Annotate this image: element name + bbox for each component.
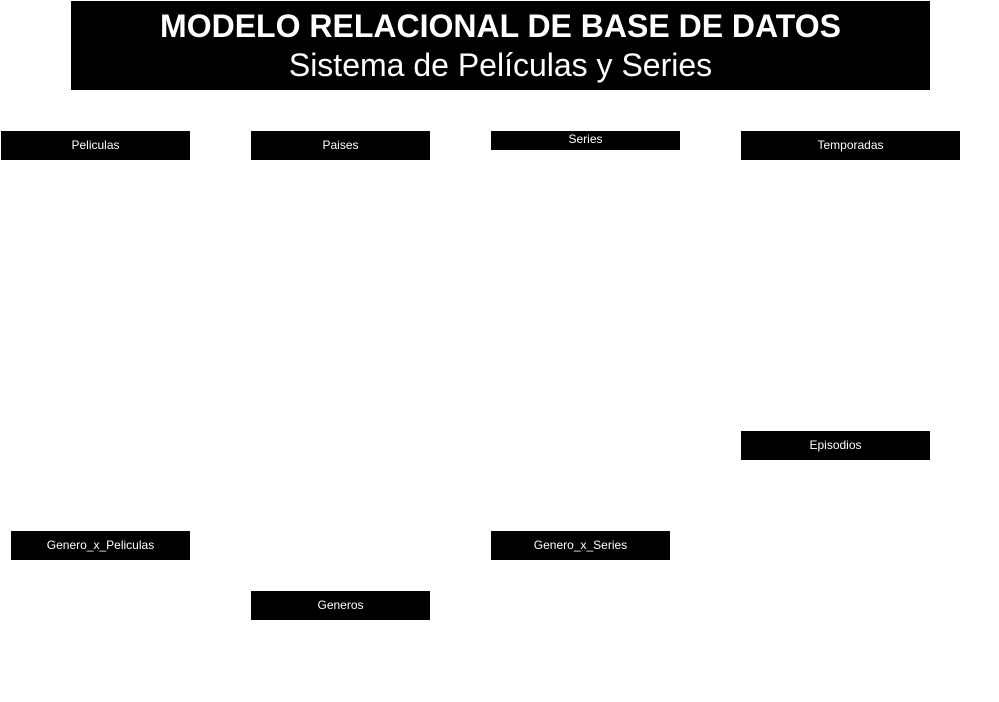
entity-label-genero-x-series: Genero_x_Series [533, 538, 628, 552]
entity-label-peliculas: Peliculas [71, 138, 120, 152]
entity-label-series: Series [568, 132, 603, 146]
entity-label-genero-x-peliculas: Genero_x_Peliculas [46, 538, 155, 552]
entity-series[interactable]: Series [491, 131, 680, 150]
entity-label-paises: Paises [322, 138, 359, 152]
entity-episodios[interactable]: Episodios [741, 431, 930, 460]
entity-genero-x-peliculas[interactable]: Genero_x_Peliculas [11, 531, 190, 560]
entity-genero-x-series[interactable]: Genero_x_Series [491, 531, 670, 560]
entity-label-temporadas: Temporadas [817, 138, 884, 152]
entity-generos[interactable]: Generos [251, 591, 430, 620]
diagram-header: MODELO RELACIONAL DE BASE DE DATOS Siste… [71, 1, 930, 90]
entity-label-episodios: Episodios [809, 438, 862, 452]
diagram-title: MODELO RELACIONAL DE BASE DE DATOS [160, 8, 841, 44]
entity-paises[interactable]: Paises [251, 131, 430, 160]
diagram-subtitle: Sistema de Películas y Series [288, 47, 713, 83]
entity-label-generos: Generos [317, 598, 364, 612]
entity-temporadas[interactable]: Temporadas [741, 131, 960, 160]
entity-peliculas[interactable]: Peliculas [1, 131, 190, 160]
